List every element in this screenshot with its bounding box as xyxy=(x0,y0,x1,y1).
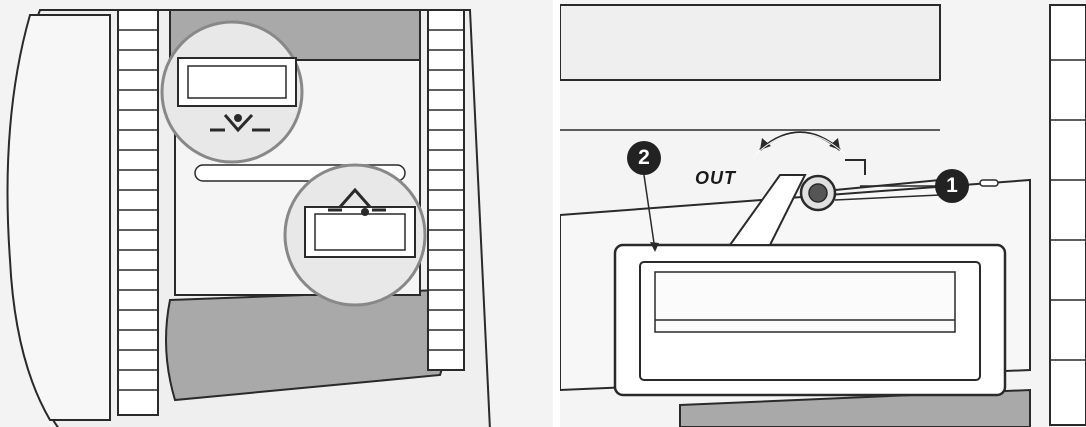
out-direction-label: OUT xyxy=(695,168,736,188)
latch-closeup-drawing xyxy=(560,0,1086,427)
magnifier-top xyxy=(160,20,304,164)
panel-divider xyxy=(553,0,560,427)
cleaner-underside-drawing xyxy=(6,9,491,427)
pivot-screw xyxy=(799,159,941,212)
left-track xyxy=(117,9,159,416)
callout-1: 1 xyxy=(935,169,969,203)
illustration-panel-left xyxy=(0,0,554,427)
illustration-panel-right: OUT 2 1 xyxy=(560,0,1086,427)
latch-handle xyxy=(613,174,1007,397)
rotate-arrow-icon xyxy=(754,131,847,156)
right-track xyxy=(427,9,465,371)
callout-2: 2 xyxy=(627,141,661,175)
magnifier-bottom xyxy=(283,163,427,307)
